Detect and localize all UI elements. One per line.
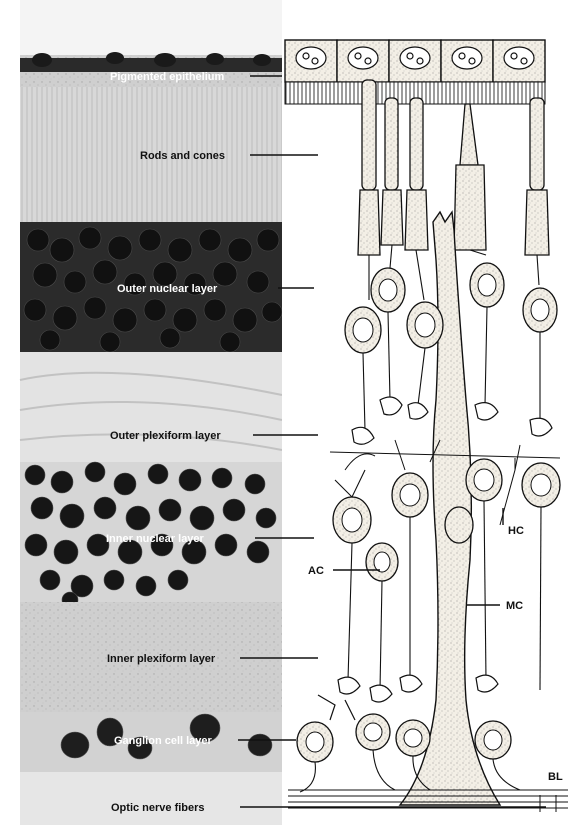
label-outer-nuclear-layer: Outer nuclear layer xyxy=(117,283,218,295)
label-inner-nuclear-layer: Inner nuclear layer xyxy=(106,533,205,545)
label-inner-plexiform-layer: Inner plexiform layer xyxy=(107,653,216,665)
label-pigmented-epithelium: Pigmented epithelium xyxy=(110,71,225,83)
outer-plexiform-band xyxy=(20,352,282,462)
nerve-fiber-band xyxy=(20,772,282,825)
label-outer-plexiform-layer: Outer plexiform layer xyxy=(110,430,221,442)
label-ac: AC xyxy=(308,565,324,577)
label-rods-and-cones: Rods and cones xyxy=(140,150,225,162)
schematic-drawing xyxy=(282,0,571,825)
histology-micrograph xyxy=(20,0,282,825)
label-optic-nerve-fibers: Optic nerve fibers xyxy=(111,802,205,814)
label-ganglion-cell-layer: Ganglion cell layer xyxy=(114,735,213,747)
label-bl: BL xyxy=(548,771,563,783)
label-mc: MC xyxy=(506,600,523,612)
label-hc: HC xyxy=(508,525,524,537)
top-background xyxy=(20,0,282,55)
